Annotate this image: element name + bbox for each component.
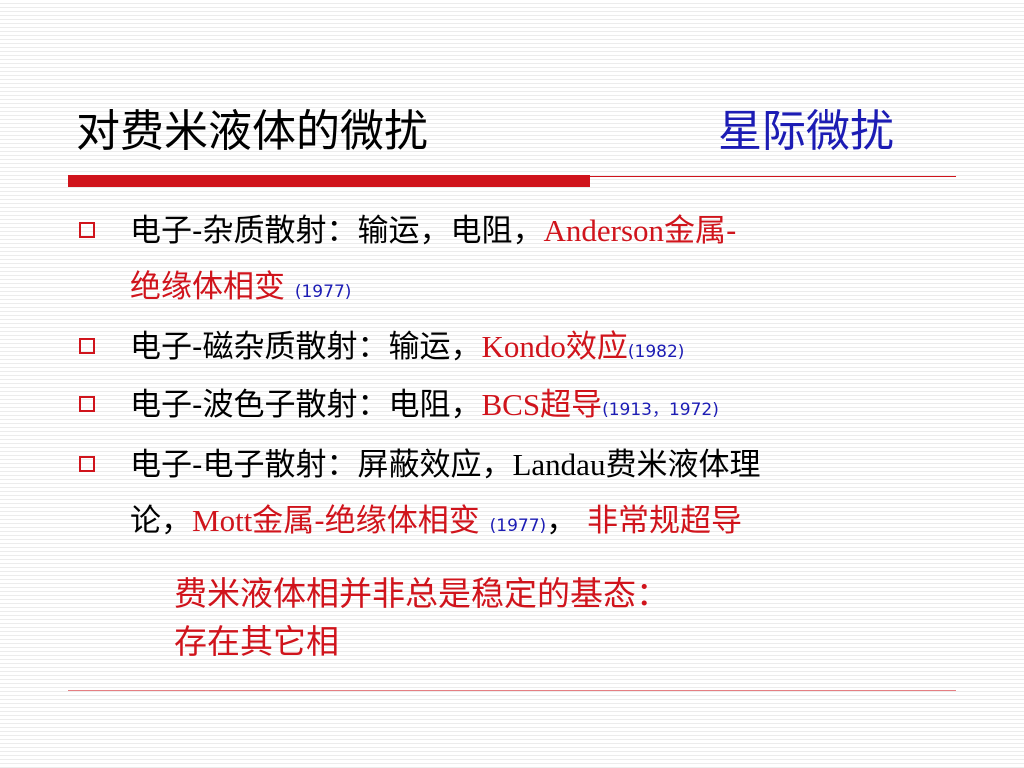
bullet-highlight: Anderson (543, 213, 665, 248)
slide-title: 对费米液体的微扰 (76, 106, 428, 157)
bullet-text: 电子-波色子散射：电阻， (130, 387, 482, 423)
bullet-highlight: 绝缘体相变 (130, 269, 285, 305)
slide-title-right: 星际微扰 (718, 106, 894, 157)
bullet-highlight: 金属- (664, 213, 737, 249)
bullet-text: Landau (512, 447, 606, 482)
bullet-text: 电子-电子散射：屏蔽效应， (130, 447, 513, 483)
square-bullet-icon (79, 338, 95, 354)
bullet-highlight: 超导 (540, 387, 603, 423)
conclusion-line: 存在其它相 (174, 622, 339, 661)
bullet-text: ， (546, 503, 578, 539)
bullet-line: 电子-波色子散射：电阻，BCS超导(1913，1972) (130, 384, 719, 431)
square-bullet-icon (79, 456, 95, 472)
bullet-highlight: 非常规超导 (587, 503, 743, 539)
bullet-line: 绝缘体相变 (1977) (130, 266, 351, 313)
conclusion-line: 费米液体相并非总是稳定的基态： (174, 574, 669, 613)
year-label: (1913，1972) (602, 400, 719, 420)
bullet-text: 论， (130, 503, 192, 539)
year-label: (1977) (294, 282, 352, 302)
square-bullet-icon (79, 222, 95, 238)
bullet-text: 电子-杂质散射：输运，电阻， (130, 213, 544, 249)
bullet-line: 电子-磁杂质散射：输运，Kondo效应(1982) (130, 326, 684, 373)
bullet-line: 电子-电子散射：屏蔽效应，Landau费米液体理 (130, 444, 760, 486)
bullet-text: 费米液体理 (605, 447, 761, 483)
bullet-highlight: Kondo (481, 329, 566, 364)
bullet-line: 论，Mott金属-绝缘体相变 (1977)， 非常规超导 (130, 500, 742, 547)
bullet-highlight: 金属-绝缘体相变 (252, 503, 480, 539)
bullet-highlight: BCS (481, 387, 541, 422)
year-label: (1982) (627, 342, 685, 362)
title-underline-thick (68, 175, 590, 187)
bullet-line: 电子-杂质散射：输运，电阻，Anderson金属- (130, 210, 737, 252)
bullet-highlight: 效应 (565, 329, 628, 365)
bullet-text: 电子-磁杂质散射：输运， (130, 329, 482, 365)
footer-rule (68, 690, 956, 691)
title-underline-thin (590, 176, 956, 177)
year-label: (1977) (489, 516, 547, 536)
square-bullet-icon (79, 396, 95, 412)
conclusion-note: 费米液体相并非总是稳定的基态： 存在其它相 (174, 570, 669, 666)
bullet-highlight: Mott (192, 503, 253, 538)
